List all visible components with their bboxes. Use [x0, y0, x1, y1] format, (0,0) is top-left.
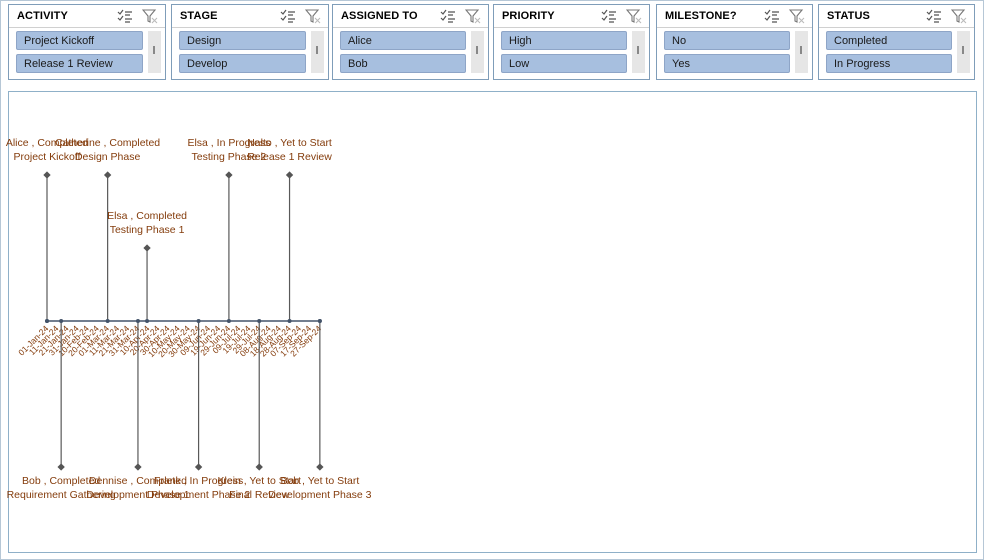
multi-select-icon[interactable]: [280, 9, 296, 23]
event-diamond-marker: [285, 171, 294, 179]
slicer-title: ASSIGNED TO: [341, 10, 418, 22]
event-label: Design Phase: [75, 151, 141, 163]
slicer-item-project-kickoff[interactable]: Project Kickoff: [16, 31, 143, 50]
clear-filter-icon[interactable]: [951, 8, 967, 24]
event-axis-marker: [135, 319, 140, 323]
slicer-item-no[interactable]: No: [664, 31, 790, 50]
slicer-scrollbar[interactable]: [148, 31, 161, 73]
event-label: Requirement Gathering: [7, 489, 116, 501]
slicer-scrollbar[interactable]: [471, 31, 484, 73]
slicer-item-bob[interactable]: Bob: [340, 54, 466, 73]
scroll-thumb[interactable]: [637, 46, 639, 54]
scroll-thumb[interactable]: [800, 46, 802, 54]
multi-select-icon[interactable]: [440, 9, 456, 23]
slicer-activity[interactable]: ACTIVITY Project Kickoff Release 1 Revie…: [8, 4, 166, 80]
event-axis-marker: [45, 319, 49, 323]
event-diamond-marker: [143, 244, 151, 252]
event-diamond-marker: [134, 463, 142, 471]
event-label: Bob , Completed: [22, 475, 100, 487]
multi-select-icon[interactable]: [117, 9, 133, 23]
event-diamond-marker: [316, 463, 324, 471]
event-label: Alice , Completed: [6, 137, 88, 149]
slicer-item-release-1-review[interactable]: Release 1 Review: [16, 54, 143, 73]
event-diamond-marker: [103, 171, 112, 179]
slicer-item-develop[interactable]: Develop: [179, 54, 306, 73]
slicer-header: ASSIGNED TO: [333, 5, 488, 28]
slicer-scrollbar[interactable]: [795, 31, 808, 73]
slicer-scrollbar[interactable]: [311, 31, 324, 73]
multi-select-icon[interactable]: [601, 9, 617, 23]
event-label: Elsa , Completed: [107, 210, 187, 222]
slicer-title: STAGE: [180, 10, 218, 22]
event-label: Catherine , Completed: [55, 137, 160, 149]
timeline-chart-area[interactable]: [8, 91, 977, 553]
event-axis-marker: [257, 319, 262, 323]
slicer-title: MILESTONE?: [665, 10, 737, 22]
clear-filter-icon[interactable]: [465, 8, 481, 24]
slicer-stage[interactable]: STAGE Design Develop: [171, 4, 329, 80]
event-label: Development Phase 1: [86, 489, 189, 501]
clear-filter-icon[interactable]: [626, 8, 642, 24]
slicer-item-low[interactable]: Low: [501, 54, 627, 73]
slicer-header: STATUS: [819, 5, 974, 28]
scroll-thumb[interactable]: [476, 46, 478, 54]
event-diamond-marker: [255, 463, 263, 471]
event-diamond-marker: [57, 463, 65, 471]
event-label: Dennise , Completed: [89, 475, 187, 487]
clear-filter-icon[interactable]: [142, 8, 158, 24]
event-label: Testing Phase 1: [110, 224, 185, 236]
event-label: Release 1 Review: [247, 151, 332, 163]
slicer-status[interactable]: STATUS Completed In Progress: [818, 4, 975, 80]
event-diamond-marker: [43, 171, 51, 179]
clear-filter-icon[interactable]: [789, 8, 805, 24]
slicer-header: MILESTONE?: [657, 5, 812, 28]
event-axis-marker: [317, 319, 322, 323]
slicer-header: ACTIVITY: [9, 5, 165, 28]
multi-select-icon[interactable]: [764, 9, 780, 23]
event-label: Bob , Yet to Start: [280, 475, 359, 487]
slicer-milestone[interactable]: MILESTONE? No Yes: [656, 4, 813, 80]
event-axis-marker: [145, 319, 150, 323]
clear-filter-icon[interactable]: [305, 8, 321, 24]
scroll-thumb[interactable]: [962, 46, 964, 54]
slicer-title: STATUS: [827, 10, 870, 22]
slicer-title: PRIORITY: [502, 10, 555, 22]
slicer-header: STAGE: [172, 5, 328, 28]
event-axis-marker: [196, 319, 201, 323]
multi-select-icon[interactable]: [926, 9, 942, 23]
slicer-title: ACTIVITY: [17, 10, 68, 22]
event-axis-marker: [59, 319, 64, 323]
slicer-item-yes[interactable]: Yes: [664, 54, 790, 73]
slicer-priority[interactable]: PRIORITY High Low: [493, 4, 650, 80]
scroll-thumb[interactable]: [153, 46, 155, 54]
event-label: Testing Phase 2: [192, 151, 267, 163]
slicer-assigned-to[interactable]: ASSIGNED TO Alice Bob: [332, 4, 489, 80]
slicer-item-completed[interactable]: Completed: [826, 31, 952, 50]
event-diamond-marker: [194, 463, 203, 471]
event-axis-marker: [226, 319, 231, 323]
event-axis-marker: [287, 319, 292, 323]
event-label: Development Phase 3: [268, 489, 371, 501]
slicer-item-design[interactable]: Design: [179, 31, 306, 50]
event-label: Development Phase 2: [147, 489, 250, 501]
slicer-header: PRIORITY: [494, 5, 649, 28]
slicer-item-high[interactable]: High: [501, 31, 627, 50]
event-label: Final Review: [229, 489, 290, 501]
slicer-item-in-progress[interactable]: In Progress: [826, 54, 952, 73]
scroll-thumb[interactable]: [316, 46, 318, 54]
event-label: Elsa , In Progress: [187, 137, 270, 149]
slicer-scrollbar[interactable]: [632, 31, 645, 73]
slicer-scrollbar[interactable]: [957, 31, 970, 73]
event-label: Nalto , Yet to Start: [247, 137, 332, 149]
event-label: Klein , Yet to Start: [217, 475, 301, 487]
event-axis-marker: [105, 319, 110, 323]
event-diamond-marker: [225, 171, 233, 179]
slicer-item-alice[interactable]: Alice: [340, 31, 466, 50]
event-label: Project Kickoff: [14, 151, 81, 163]
event-label: Frank , In Progress: [154, 475, 243, 487]
